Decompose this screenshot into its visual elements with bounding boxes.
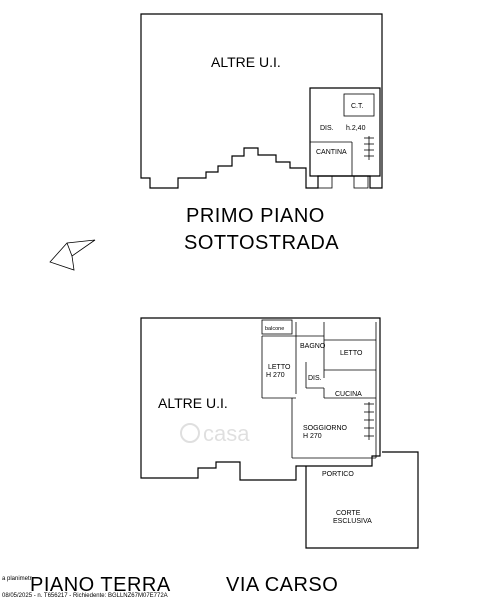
room-dis-label: DIS.: [320, 125, 334, 132]
room-balcone-label: balcone: [265, 326, 284, 332]
room-cucina-label: CUCINA: [335, 391, 362, 398]
upper-title-line1: PRIMO PIANO: [186, 205, 325, 227]
upper-plan: ALTRE U.I. C.T. DIS. h.2,40 CANTINA PRIM…: [140, 13, 383, 254]
upper-unit-outline: [309, 87, 381, 177]
room-portico-label: PORTICO: [322, 471, 354, 478]
upper-others-label: ALTRE U.I.: [211, 54, 281, 70]
room-cantina-label: CANTINA: [316, 149, 347, 156]
street-label: VIA CARSO: [226, 574, 338, 596]
room-ct-label: C.T.: [351, 103, 364, 110]
footer-line2: 08/05/2025 - n. T656217 - Richiedente: B…: [2, 593, 168, 599]
room-bagno-label: BAGNO: [300, 343, 326, 350]
lower-others-label: ALTRE U.I.: [158, 395, 228, 411]
upper-outline: [140, 13, 383, 189]
watermark: casa: [180, 421, 250, 446]
balcone-box: [261, 319, 293, 335]
room-soggiorno-label: SOGGIORNO: [303, 425, 348, 432]
lower-stair: [364, 402, 374, 440]
watermark-text: casa: [203, 421, 250, 446]
north-arrow-icon: [49, 239, 96, 271]
upper-stair: [364, 136, 374, 160]
courtyard-outline: [305, 451, 419, 549]
room-soggiorno-height: H 270: [303, 433, 322, 440]
corte-label-line1: CORTE: [336, 510, 361, 517]
footer-line1: a planimetr: [2, 576, 32, 582]
room-dis-lower-label: DIS.: [308, 375, 322, 382]
corte-label-line2: ESCLUSIVA: [333, 518, 372, 525]
room-letto2-label: LETTO: [268, 364, 291, 371]
room-ct-box: [343, 93, 375, 117]
lower-outline: [140, 317, 381, 481]
upper-title-line2: SOTTOSTRADA: [184, 232, 339, 254]
lower-plan: ALTRE U.I. balcone BAGNO LETTO LETTO H 2…: [140, 317, 419, 549]
upper-height-label: h.2,40: [346, 125, 366, 132]
room-letto2-height: H 270: [266, 372, 285, 379]
lower-title: PIANO TERRA: [30, 574, 171, 596]
room-letto1-label: LETTO: [340, 350, 363, 357]
